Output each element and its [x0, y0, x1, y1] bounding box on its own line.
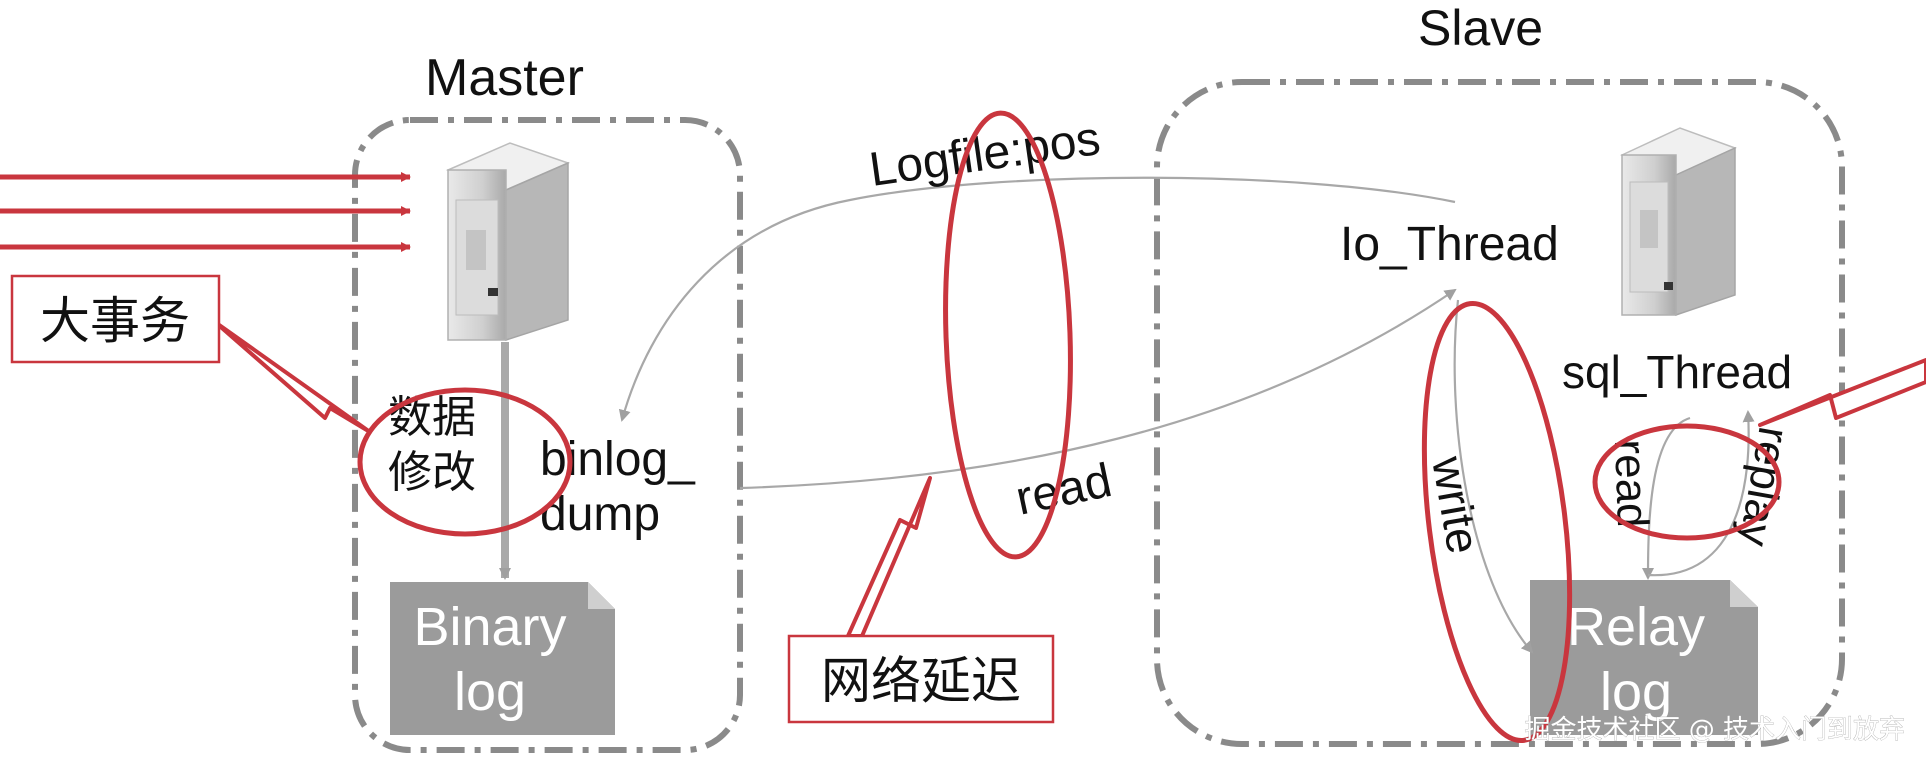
data-modify-line2: 修改	[388, 447, 476, 498]
master-server-icon	[445, 142, 571, 342]
relay-write-curve	[1453, 299, 1534, 654]
relay-log: Relay log	[1530, 580, 1758, 735]
network-highlight	[943, 110, 1073, 560]
slave-box	[1154, 79, 1845, 747]
data-modify-highlight	[357, 387, 573, 537]
binary-log: Binary log	[390, 582, 615, 735]
sql-replay-curve	[1647, 410, 1755, 577]
sql-thread-highlight	[1592, 423, 1782, 541]
binary-log-line2: log	[454, 662, 526, 722]
watermark: 掘金技术社区 @ 技术入门到放弃	[1524, 715, 1905, 745]
master-box	[352, 117, 743, 753]
network-latency-label: 网络延迟	[821, 652, 1021, 710]
large-transaction-callout: 大事务	[10, 274, 372, 434]
io-write-highlight	[1421, 300, 1573, 744]
network-latency-callout: 网络延迟	[787, 476, 1055, 724]
relay-log-line2: log	[1600, 662, 1672, 722]
sql-thread-callout-pointer	[1758, 358, 1926, 427]
slave-server-icon	[1620, 127, 1737, 317]
slave-replay-label: replay	[1729, 423, 1798, 550]
io-thread-label: Io_Thread	[1340, 218, 1559, 271]
master-title: Master	[425, 49, 584, 107]
slave-title: Slave	[1418, 0, 1543, 56]
large-transaction-label: 大事务	[40, 292, 190, 350]
data-modify-line1: 数据	[388, 392, 476, 443]
relay-log-line1: Relay	[1567, 597, 1705, 657]
highlight-ellipses	[357, 110, 1782, 744]
binary-log-line1: Binary	[413, 597, 566, 657]
incoming-arrows	[0, 172, 411, 252]
sql-thread-label: sql_Thread	[1562, 346, 1792, 398]
logfile-request-curve	[618, 176, 1456, 422]
binlog-read-curve	[739, 288, 1457, 490]
